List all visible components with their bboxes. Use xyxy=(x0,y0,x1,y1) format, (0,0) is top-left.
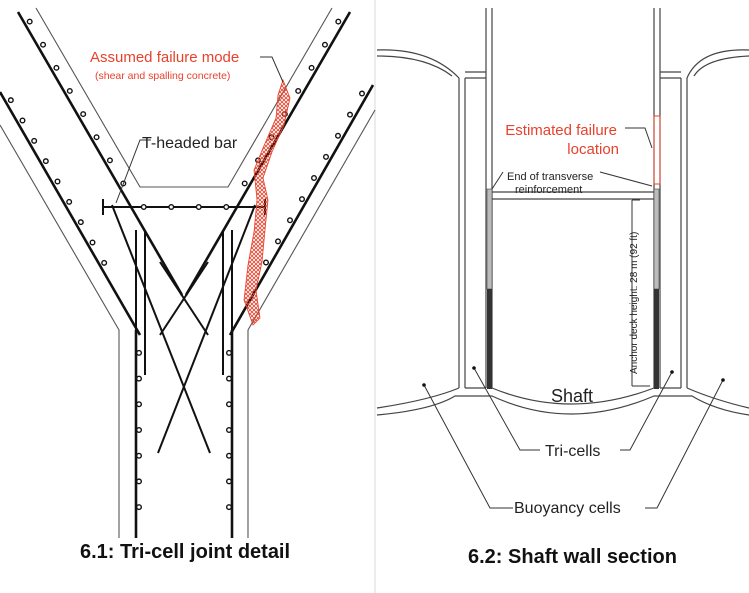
failure-location-leader xyxy=(625,127,653,149)
failure-location-marker xyxy=(653,115,661,185)
rebar-dot xyxy=(225,452,232,459)
rebar-diagonal xyxy=(16,11,184,296)
rebar-dot xyxy=(168,203,175,210)
rebar-dot xyxy=(31,137,38,144)
t-bar-leader xyxy=(115,139,151,204)
rebar-dot xyxy=(135,478,142,485)
rebar-dot xyxy=(295,87,302,94)
rebar-dot xyxy=(53,64,60,71)
rebar-dot xyxy=(106,157,113,164)
rebar-dot xyxy=(335,18,342,25)
reinforcement-strip-dense xyxy=(654,289,659,389)
rebar-dot xyxy=(311,174,318,181)
reinforcement-strip xyxy=(486,188,493,290)
rebar-dot xyxy=(225,478,232,485)
rebar-dot xyxy=(93,134,100,141)
failure-location-line2: location xyxy=(567,141,619,158)
rebar-dot xyxy=(308,64,315,71)
rebar-dot xyxy=(135,427,142,434)
figure-caption-left: 6.1: Tri-cell joint detail xyxy=(80,541,290,563)
rebar-dot xyxy=(263,259,270,266)
rebar-dot xyxy=(335,132,342,139)
transverse-line1: End of transverse xyxy=(507,171,593,183)
rebar-dot xyxy=(225,375,232,382)
rebar-dot xyxy=(347,111,354,118)
rebar-dot xyxy=(80,111,87,118)
rebar-dot xyxy=(66,198,73,205)
buoyancy-cells-label: Buoyancy cells xyxy=(514,500,621,517)
buoyancy-leader xyxy=(645,379,724,509)
shaft-label: Shaft xyxy=(551,386,593,406)
shaft-wall-figure: Estimated failure location End of transv… xyxy=(376,8,749,568)
tri-cells-leader xyxy=(620,371,673,451)
rebar-dot xyxy=(225,401,232,408)
failure-location-line1: Estimated failure xyxy=(505,122,617,139)
transverse-line2: reinforcement xyxy=(515,184,582,196)
rebar-dot xyxy=(195,203,202,210)
rebar-dot xyxy=(321,41,328,48)
reinforcement-strip xyxy=(653,188,660,290)
rebar-dot xyxy=(42,158,49,165)
rebar-dot xyxy=(225,349,232,356)
rebar-dot xyxy=(241,180,248,187)
rebar-dot xyxy=(135,375,142,382)
rebar-dot xyxy=(225,504,232,511)
rebar-dot xyxy=(135,452,142,459)
rebar-dot xyxy=(140,203,147,210)
rebar-dot xyxy=(77,219,84,226)
cross-bar xyxy=(157,204,256,454)
anchor-deck-height-label: Anchor deck height: 28 m (92 ft) xyxy=(629,232,640,374)
rebar-dot xyxy=(66,87,73,94)
tri-cell-joint-figure: Assumed failure mode (shear and spalling… xyxy=(0,7,376,563)
tri-cells-leader xyxy=(473,367,540,451)
rebar-dots xyxy=(7,18,366,511)
rebar-diagonal xyxy=(0,91,142,336)
rebar-dot xyxy=(135,401,142,408)
buoyancy-leader xyxy=(423,384,513,509)
rebar-dot xyxy=(89,239,96,246)
reinforcement-strip-dense xyxy=(487,289,492,389)
rebar-dot xyxy=(40,41,47,48)
rebar-dot xyxy=(359,90,366,97)
cross-bar xyxy=(111,204,211,454)
right-wall-outline xyxy=(247,109,376,538)
failure-mode-title: Assumed failure mode xyxy=(90,49,239,66)
rebar-dot xyxy=(54,178,61,185)
tri-cells-label: Tri-cells xyxy=(545,443,600,460)
rebar-dot xyxy=(26,18,33,25)
rebar-dot xyxy=(135,504,142,511)
rebar-dot xyxy=(101,259,108,266)
cross-bar xyxy=(159,261,209,336)
rebar-dot xyxy=(299,196,306,203)
rebar-dot xyxy=(287,217,294,224)
rebar-dot xyxy=(275,238,282,245)
failure-mode-subtitle: (shear and spalling concrete) xyxy=(95,70,230,82)
failure-zone-hatch xyxy=(243,78,291,326)
rebar-dot xyxy=(7,97,14,104)
left-wall-outline xyxy=(0,124,120,538)
rebar-dot xyxy=(323,153,330,160)
rebar-dot xyxy=(135,349,142,356)
rebar-dot xyxy=(19,117,26,124)
rebar-dot xyxy=(225,427,232,434)
rebar-dot xyxy=(223,203,230,210)
figure-caption-right: 6.2: Shaft wall section xyxy=(468,546,677,568)
t-headed-bar-label: T-headed bar xyxy=(142,135,238,152)
failure-leader xyxy=(260,56,284,83)
